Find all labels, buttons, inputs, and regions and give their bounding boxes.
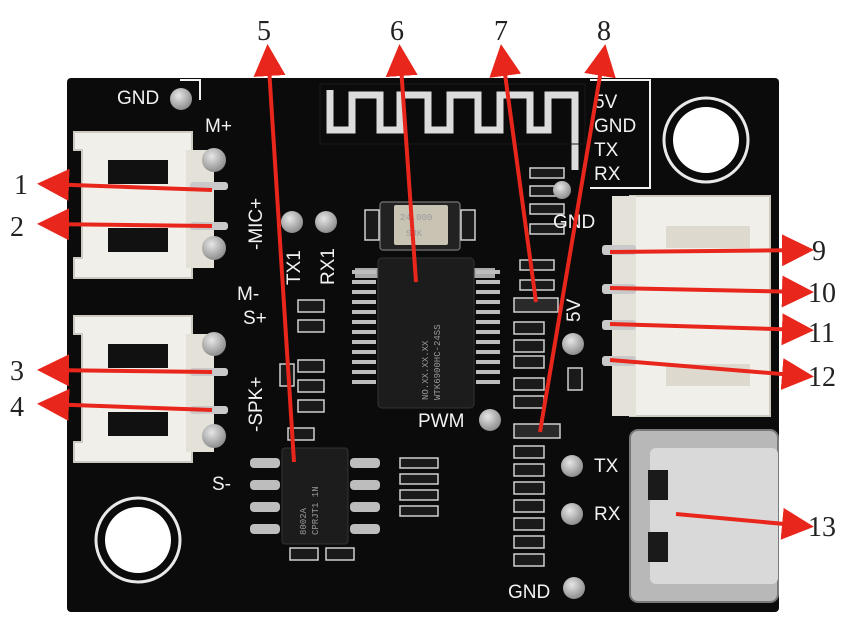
label-tx-bottom: TX [594,456,619,477]
antenna-trace [326,90,579,170]
header-box [590,79,651,189]
label-gnd-header: GND [594,116,636,137]
callout-arrows [37,44,814,540]
label-tx-header: TX [594,140,619,161]
svg-text:24.000: 24.000 [400,213,432,223]
crystal: 24.000 SJK [364,201,476,251]
pad [202,332,226,356]
label-gnd-bottom: GND [508,582,550,603]
amplifier-ic: 8002A CPRJT1 1N [250,447,380,545]
callout-2: 2 [10,212,24,243]
callout-13: 13 [808,512,836,543]
label-rx1: RX1 [318,248,339,285]
passive-components [513,167,583,567]
label-tx1: TX1 [284,250,305,285]
pad-tx [561,455,583,477]
svg-text:NO.XX.XX.XX: NO.XX.XX.XX [421,340,431,400]
callout-6: 6 [390,16,404,47]
pad-rx1 [315,211,337,233]
pad-gnd-top [170,88,192,110]
gnd-corner-outline [180,79,201,100]
label-s-minus: S- [212,474,231,495]
callout-10: 10 [808,278,836,309]
label-5v-mid: 5V [564,298,585,322]
svg-text:8002A: 8002A [299,507,309,535]
pad-gnd-mid [553,181,571,199]
antenna-outline [319,83,586,145]
label-rx-header: RX [594,164,621,185]
label-mic-plus: -MIC+ [246,198,267,250]
label-gnd-top: GND [117,88,159,109]
label-rx-bottom: RX [594,504,621,525]
passive-components [289,457,439,561]
label-m-minus: M- [237,284,259,305]
label-pwm: PWM [418,411,464,432]
pad [202,236,226,260]
callout-4: 4 [10,392,24,423]
connector-mic [73,131,214,279]
mounting-hole-top-right [662,96,750,184]
callout-8: 8 [597,16,611,47]
label-s-plus: S+ [243,308,267,329]
label-m-plus: M+ [205,116,232,137]
pad-5v [562,333,584,355]
label-5v: 5V [594,92,618,113]
connector-uart [612,195,771,417]
label-spk-plus: -SPK+ [246,377,267,432]
callout-5: 5 [257,16,271,47]
callout-1: 1 [14,170,28,201]
svg-text:WTK6900HC-24SS: WTK6900HC-24SS [433,324,443,400]
connector-spk [73,315,214,463]
svg-text:CPRJT1 1N: CPRJT1 1N [311,486,321,535]
callout-11: 11 [808,318,835,349]
pad [202,424,226,448]
callout-3: 3 [10,356,24,387]
callout-12: 12 [808,362,836,393]
mounting-hole-bottom-left [94,496,182,584]
main-ic: WTK6900HC-24SS NO.XX.XX.XX [352,257,500,409]
callout-7: 7 [494,16,508,47]
pad-tx1 [281,211,303,233]
pad-pwm [479,409,501,431]
callout-9: 9 [812,236,826,267]
pad-rx [561,503,583,525]
pad-gnd-bottom [563,577,585,599]
pad [202,148,226,172]
